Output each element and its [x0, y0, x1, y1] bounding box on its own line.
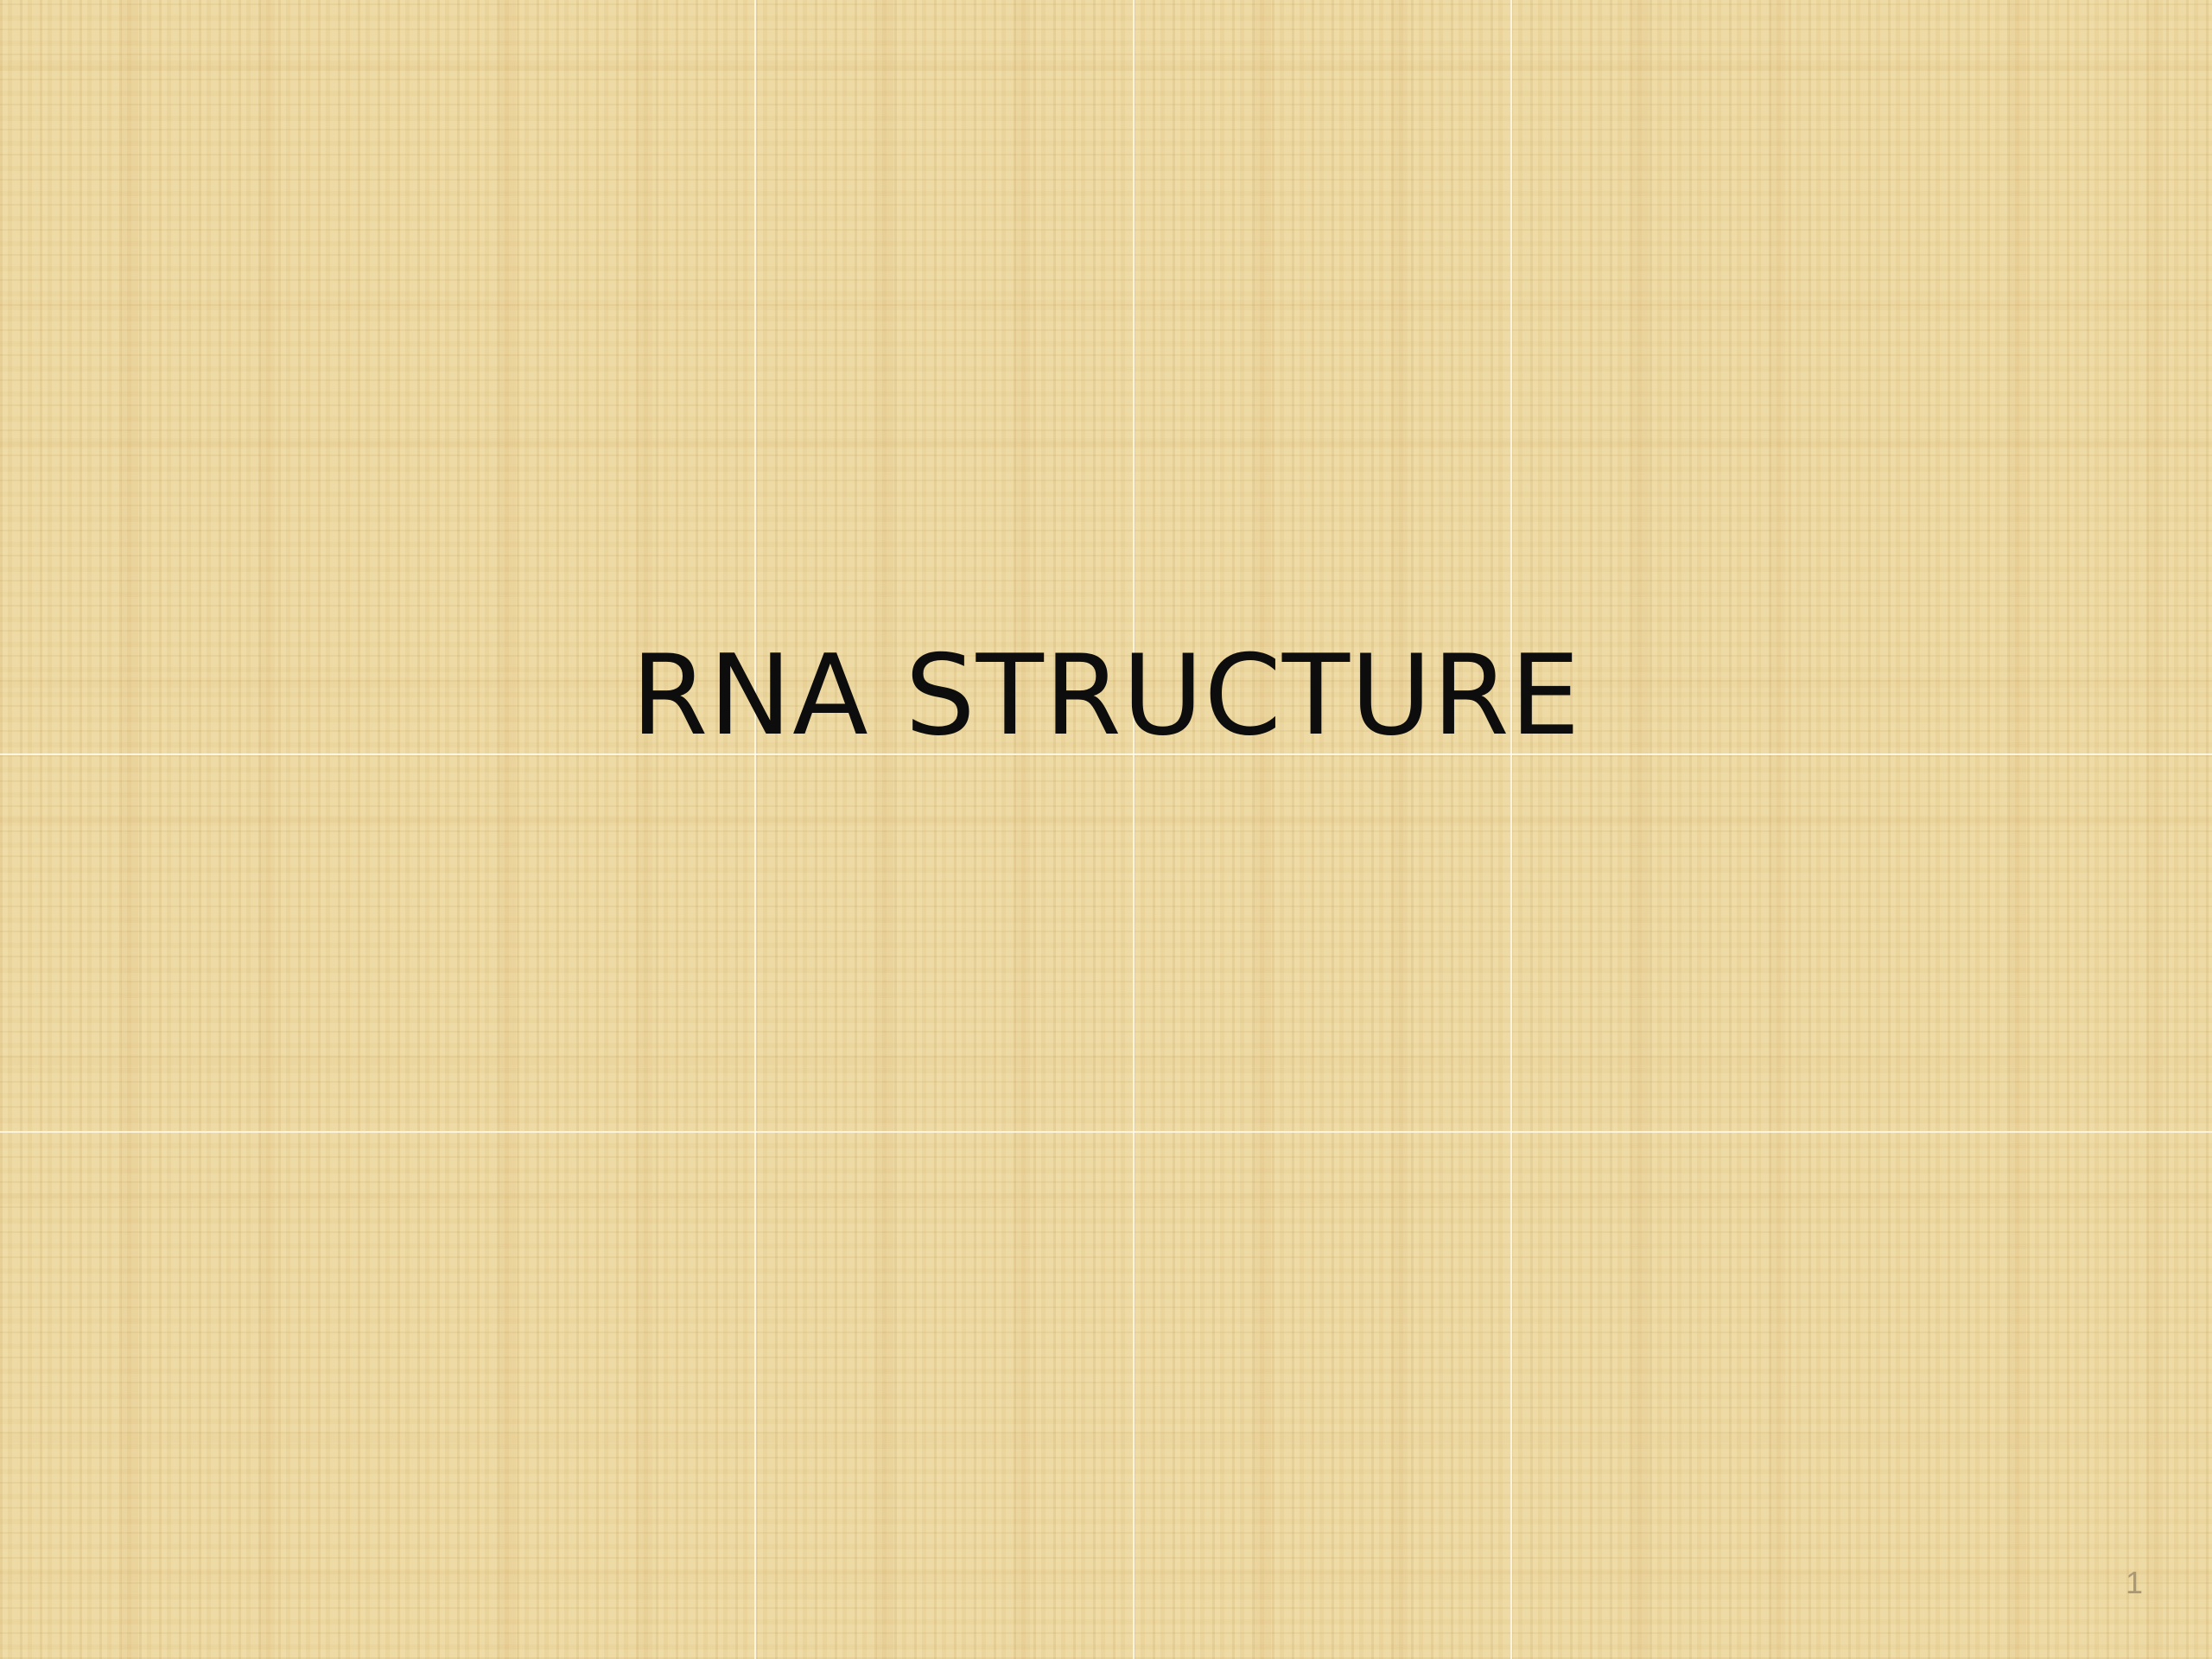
slide-title: RNA STRUCTURE	[631, 632, 1581, 760]
tile-seam	[754, 0, 756, 1659]
tile-seam	[0, 1131, 2212, 1133]
slide-number: 1	[2125, 1565, 2143, 1600]
tile-seam	[1510, 0, 1512, 1659]
tile-seam	[1133, 0, 1135, 1659]
tile-seam	[0, 753, 2212, 755]
